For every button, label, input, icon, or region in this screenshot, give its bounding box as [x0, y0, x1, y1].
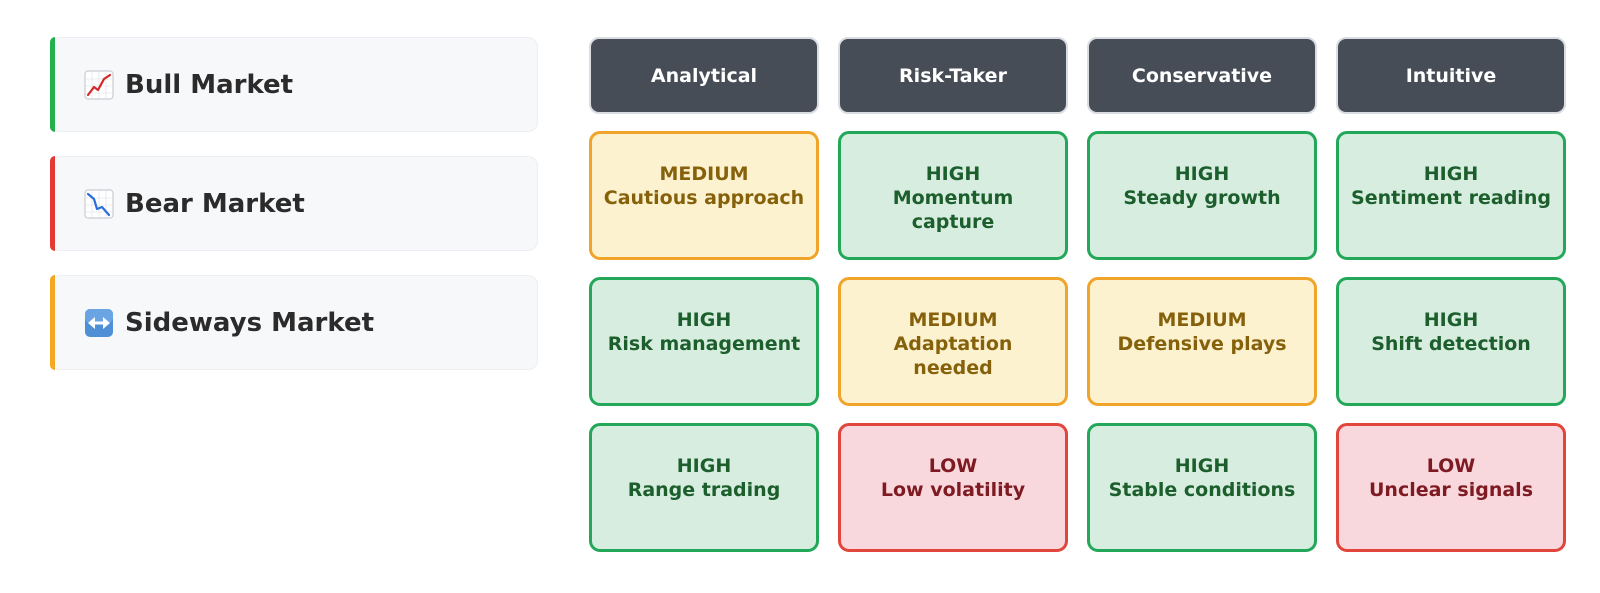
- cell-level: MEDIUM: [659, 163, 749, 185]
- cell-note: Unclear signals: [1368, 479, 1533, 501]
- chart-decreasing-icon: [84, 188, 114, 219]
- cell-note: Sentiment reading: [1351, 187, 1551, 209]
- matrix-cell: HIGH Risk management: [589, 277, 819, 406]
- cell-level: LOW: [928, 455, 978, 477]
- cell-level: MEDIUM: [908, 309, 998, 331]
- cell-note: Steady growth: [1123, 187, 1281, 209]
- market-label: Sideways Market: [125, 307, 375, 338]
- column-header-risk-taker: Risk-Taker: [838, 37, 1068, 114]
- cell-level: LOW: [1426, 455, 1476, 477]
- matrix-cell: LOW Unclear signals: [1336, 423, 1566, 552]
- matrix-cell: MEDIUM Adaptation needed: [838, 277, 1068, 406]
- cell-level: HIGH: [1174, 163, 1230, 185]
- cell-level: HIGH: [1423, 309, 1479, 331]
- cell-note: Defensive plays: [1117, 333, 1287, 355]
- cell-note: Range trading: [627, 479, 781, 501]
- market-panel-bear: Bear Market: [50, 156, 538, 251]
- cell-note: Adaptation needed: [893, 333, 1013, 379]
- market-label: Bear Market: [125, 188, 305, 219]
- style-market-matrix: Analytical Risk-Taker Conservative Intui…: [589, 37, 1566, 552]
- cell-note: Momentum capture: [892, 187, 1014, 233]
- cell-note: Shift detection: [1371, 333, 1531, 355]
- matrix-cell: MEDIUM Defensive plays: [1087, 277, 1317, 406]
- chart-increasing-icon: [84, 69, 114, 100]
- matrix-cell: LOW Low volatility: [838, 423, 1068, 552]
- cell-note: Risk management: [607, 333, 801, 355]
- left-right-arrow-icon: [85, 308, 113, 337]
- cell-level: HIGH: [676, 455, 732, 477]
- cell-level: HIGH: [1423, 163, 1479, 185]
- column-header-analytical: Analytical: [589, 37, 819, 114]
- cell-note: Stable conditions: [1108, 479, 1296, 501]
- cell-level: MEDIUM: [1157, 309, 1247, 331]
- cell-level: HIGH: [925, 163, 981, 185]
- cell-note: Cautious approach: [603, 187, 805, 209]
- matrix-cell: HIGH Momentum capture: [838, 131, 1068, 260]
- matrix-cell: MEDIUM Cautious approach: [589, 131, 819, 260]
- matrix-cell: HIGH Steady growth: [1087, 131, 1317, 260]
- market-panel-sideways: Sideways Market: [50, 275, 538, 370]
- matrix-cell: HIGH Sentiment reading: [1336, 131, 1566, 260]
- matrix-cell: HIGH Shift detection: [1336, 277, 1566, 406]
- column-header-conservative: Conservative: [1087, 37, 1317, 114]
- matrix-cell: HIGH Stable conditions: [1087, 423, 1317, 552]
- matrix-cell: HIGH Range trading: [589, 423, 819, 552]
- market-label: Bull Market: [125, 69, 294, 100]
- cell-level: HIGH: [676, 309, 732, 331]
- cell-level: HIGH: [1174, 455, 1230, 477]
- column-header-intuitive: Intuitive: [1336, 37, 1566, 114]
- market-panel-bull: Bull Market: [50, 37, 538, 132]
- cell-note: Low volatility: [880, 479, 1026, 501]
